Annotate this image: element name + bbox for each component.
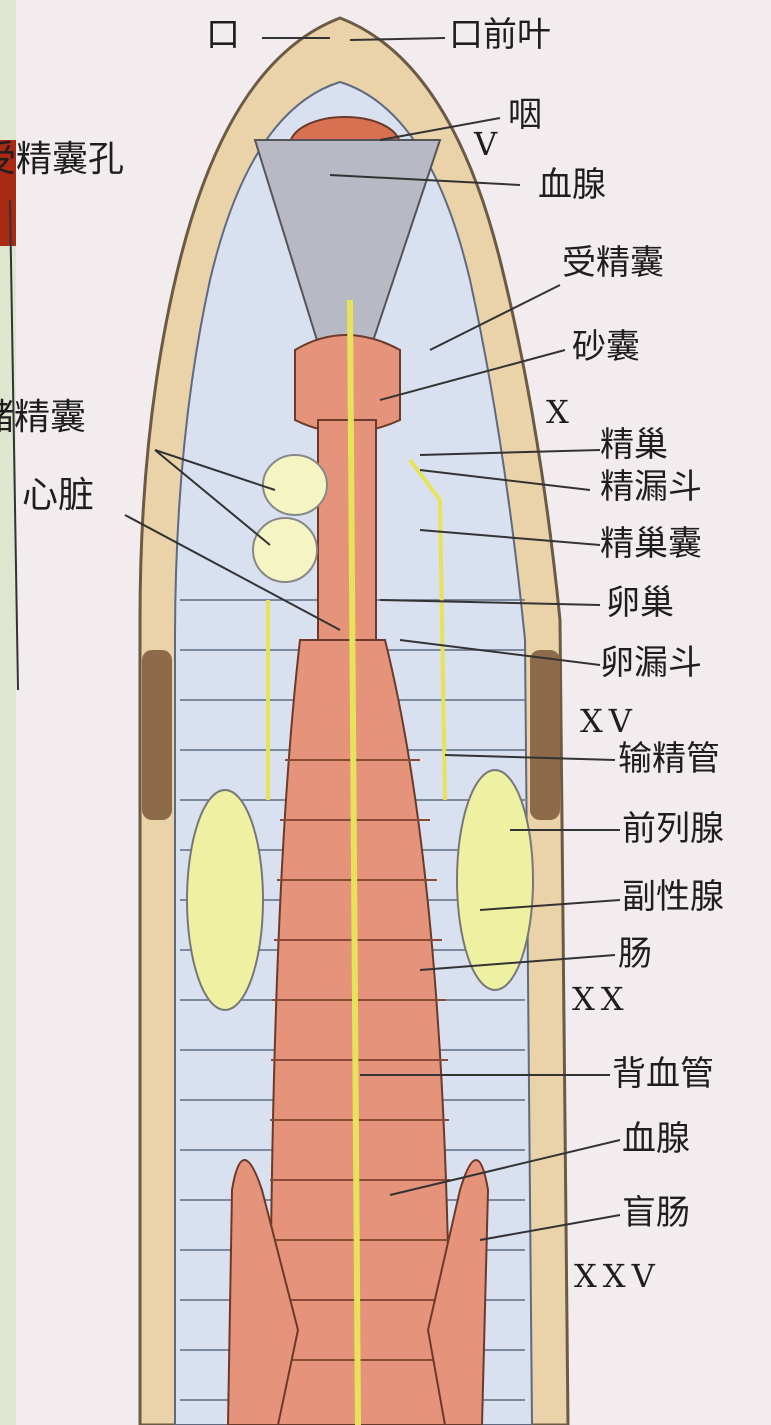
- label-accessory-gland: 副性腺: [622, 880, 724, 914]
- label-testis-sac: 精巢囊: [600, 527, 702, 561]
- label-segment-xx: XX: [572, 983, 630, 1015]
- label-heart: 心脏: [22, 478, 94, 514]
- label-dorsal-vessel: 背血管: [612, 1057, 714, 1091]
- label-vas-deferens: 输精管: [618, 742, 720, 776]
- label-pharynx: 咽: [508, 98, 542, 132]
- seminal-vesicle-upper: [263, 455, 327, 515]
- label-mouth: 口: [206, 18, 240, 52]
- label-prostate: 前列腺: [622, 812, 724, 846]
- label-blood-gland-top: 血腺: [538, 168, 606, 202]
- label-segment-x: X: [546, 396, 575, 428]
- label-blood-gland-bottom: 血腺: [622, 1122, 690, 1156]
- label-spermatheca-pore: 受精囊孔: [0, 142, 124, 178]
- label-intestine: 肠: [618, 937, 652, 971]
- clitellum-left: [142, 650, 172, 820]
- label-segment-xxv: XXV: [574, 1260, 661, 1292]
- label-gizzard: 砂囊: [572, 330, 640, 364]
- label-segment-xv: XV: [580, 705, 638, 737]
- label-spermatheca: 受精囊: [562, 246, 664, 280]
- label-seminal-vesicle: 储精囊: [0, 400, 86, 436]
- seminal-vesicle-lower: [253, 518, 317, 582]
- esophagus: [318, 420, 376, 640]
- label-prostomium: 口前叶: [449, 18, 551, 52]
- label-ovary: 卵巢: [606, 586, 674, 620]
- label-testis: 精巢: [600, 428, 668, 462]
- prostate-gland-right: [457, 770, 533, 990]
- prostate-gland-left: [187, 790, 263, 1010]
- clitellum-right: [530, 650, 560, 820]
- label-sperm-funnel: 精漏斗: [600, 470, 702, 504]
- label-oviduct-funnel: 卵漏斗: [600, 646, 702, 680]
- label-caecum: 盲肠: [622, 1196, 690, 1230]
- label-segment-v: V: [474, 128, 503, 160]
